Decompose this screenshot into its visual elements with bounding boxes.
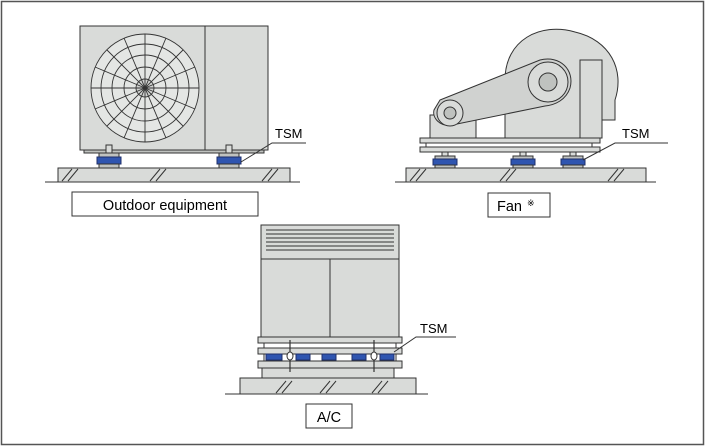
hatch (319, 380, 331, 394)
hatch (281, 380, 293, 394)
outdoor-tsm-label: TSM (275, 126, 302, 141)
ac-base (239, 377, 417, 395)
fan-outlet (579, 59, 603, 139)
fan-tsm-label: TSM (622, 126, 649, 141)
fan-grille-icon (90, 33, 200, 143)
hatch (371, 380, 383, 394)
ac-frame-mid (257, 347, 403, 355)
hatch (499, 168, 511, 182)
hatch (267, 168, 279, 182)
fan-figure (395, 28, 668, 183)
outdoor-caption: Outdoor equipment (103, 198, 227, 214)
hatch (613, 168, 625, 182)
ac-isolators (265, 353, 395, 361)
hatch (67, 168, 79, 182)
outdoor-unit-foot (83, 149, 265, 154)
ac-frame-top (257, 336, 403, 344)
hatch (61, 168, 73, 182)
ac-frame-bottom (257, 360, 403, 369)
hatch (261, 168, 273, 182)
fan-frame-bottom (419, 146, 601, 153)
hatch (505, 168, 517, 182)
hatch (415, 168, 427, 182)
hatch (409, 168, 421, 182)
hatch (155, 168, 167, 182)
fan-frame-top (419, 137, 601, 144)
outdoor-isolator-right (216, 144, 242, 169)
hatch (325, 380, 337, 394)
hatch (607, 168, 619, 182)
hatch (377, 380, 389, 394)
fan-isolator-left (432, 151, 458, 169)
ac-caption-box (305, 403, 353, 429)
fan-caption-mark: ※ (527, 198, 535, 208)
fan-tsm-leader (582, 142, 668, 161)
outdoor-equipment-figure (45, 25, 306, 183)
outdoor-base (57, 167, 291, 183)
ac-tsm-label: TSM (420, 321, 447, 336)
fan-isolator-middle (510, 151, 536, 169)
fan-caption: Fan (497, 199, 522, 215)
ac-grille-slats (266, 229, 394, 251)
hatch (149, 168, 161, 182)
fan-caption-box (487, 192, 551, 218)
ac-figure (225, 224, 456, 395)
outdoor-tsm-leader (240, 142, 306, 163)
ac-tsm-leader (393, 336, 456, 353)
ac-caption: A/C (317, 410, 341, 426)
outdoor-isolator-left (96, 144, 122, 169)
outdoor-caption-box (71, 191, 259, 217)
fan-base (405, 167, 647, 183)
fan-isolator-right (560, 151, 586, 169)
hatch (275, 380, 287, 394)
